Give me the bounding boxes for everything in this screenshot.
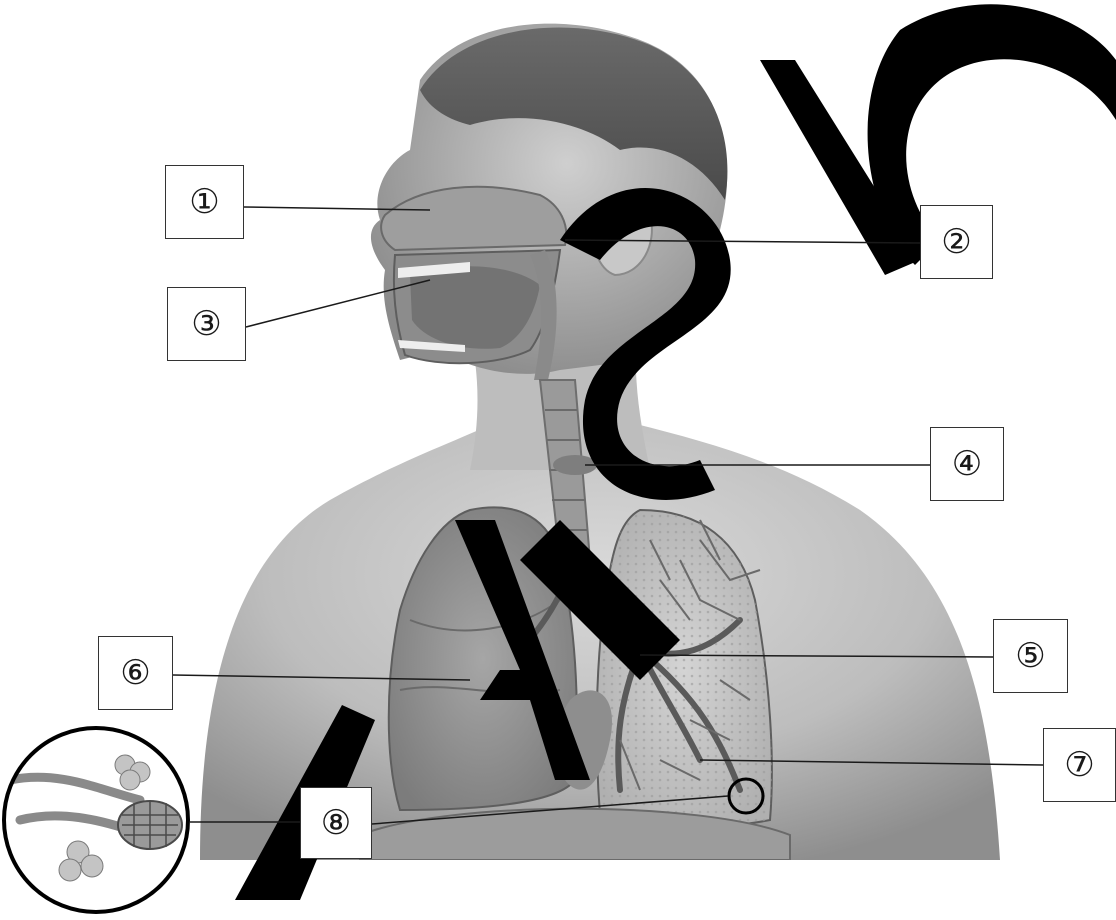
label-3-text: ③ [191,307,221,341]
label-1: ① [165,165,244,239]
label-5-text: ⑤ [1015,639,1045,673]
label-1-text: ① [189,185,219,219]
label-8-text: ⑧ [321,806,351,840]
label-6: ⑥ [98,636,173,710]
label-6-text: ⑥ [120,656,150,690]
label-4: ④ [930,427,1004,501]
label-7-text: ⑦ [1064,748,1094,782]
label-2: ② [920,205,993,279]
label-3: ③ [167,287,246,361]
label-8: ⑧ [300,787,372,859]
label-2-text: ② [941,225,971,259]
label-5: ⑤ [993,619,1068,693]
label-4-text: ④ [952,447,982,481]
label-7: ⑦ [1043,728,1116,802]
